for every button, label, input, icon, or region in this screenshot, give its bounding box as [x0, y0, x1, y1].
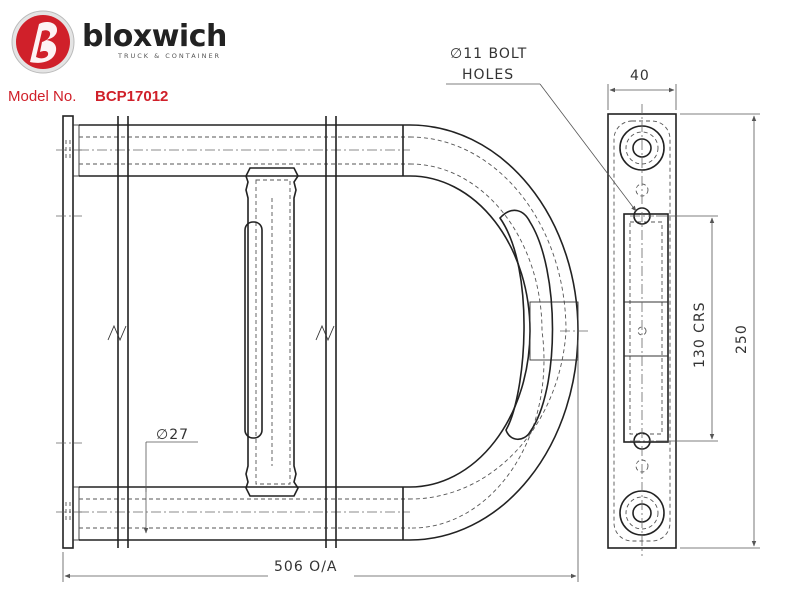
- brand-name: bloxwich: [82, 19, 227, 54]
- main-view: ∅27 506 O/A: [56, 115, 588, 582]
- tube-diameter-label: ∅27: [156, 427, 189, 443]
- bolt-holes-label-line2: HOLES: [462, 67, 514, 83]
- brand-logo: [11, 10, 75, 74]
- height-label: 250: [734, 324, 750, 354]
- left-plate: [62, 115, 74, 549]
- bolt-holes-label-line1: ∅11 BOLT: [450, 46, 527, 62]
- model-label: Model No.: [8, 88, 76, 105]
- model-number: BCP17012: [95, 88, 168, 105]
- side-view: 40 250 130 CRS ∅11 BOLT HOLES: [446, 46, 760, 556]
- centres-label: 130 CRS: [692, 301, 708, 368]
- overall-length-label: 506 O/A: [274, 559, 338, 575]
- width-label: 40: [630, 68, 650, 84]
- brand-tagline: TRUCK & CONTAINER: [117, 52, 221, 60]
